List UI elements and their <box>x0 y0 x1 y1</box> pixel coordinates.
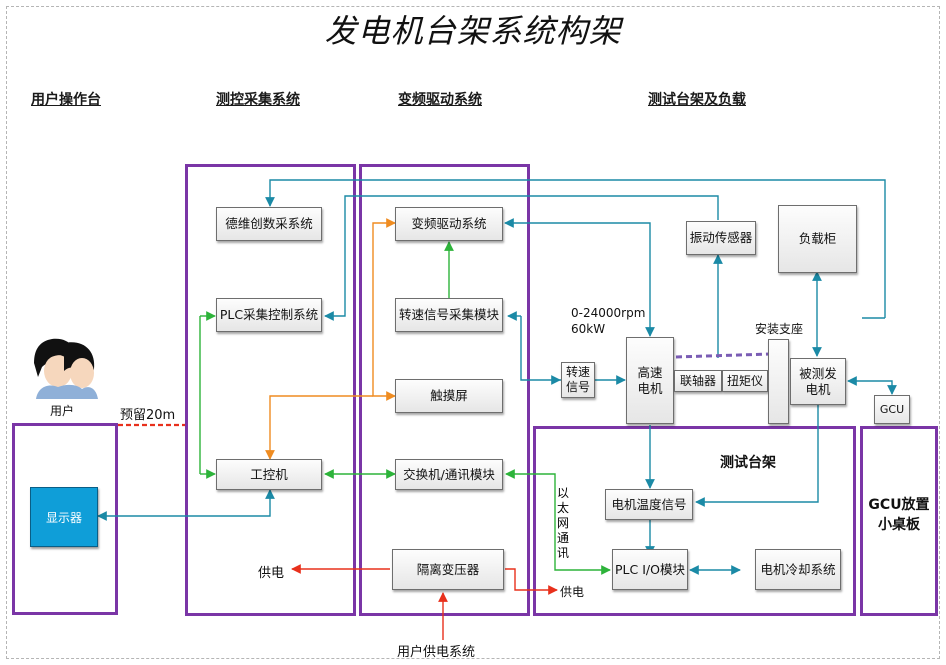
measure-control-frame <box>185 164 356 616</box>
user-icon <box>34 338 98 399</box>
line-gcu-to-dewesoft <box>265 179 886 318</box>
gcu-desk-label: GCU放置小桌板 <box>868 497 930 533</box>
dut-generator-box: 被测发电机 <box>790 358 846 405</box>
section-user-console: 用户操作台 <box>31 92 101 108</box>
user-label: 用户 <box>50 404 75 418</box>
vfd-drive-frame <box>359 164 530 616</box>
user-power-label: 用户供电系统 <box>397 645 476 660</box>
vibration-sensor-box: 振动传感器 <box>686 221 756 255</box>
shaft-dashed <box>675 352 771 359</box>
test-bench-label: 测试台架 <box>720 455 776 471</box>
line-speedmodule-speedsignal <box>520 316 561 385</box>
diagram-title: 发电机台架系统构架 <box>324 12 622 50</box>
load-cabinet-box: 负载柜 <box>778 205 857 273</box>
power-rating-label: 60kW <box>571 322 606 336</box>
motor-cooling-box: 电机冷却系统 <box>755 549 841 590</box>
power-in-label: 供电 <box>560 585 585 599</box>
vfd-drive-box: 变频驱动系统 <box>395 207 503 241</box>
gcu-box: GCU <box>874 395 910 424</box>
mount-label: 安装支座 <box>755 322 804 336</box>
speed-range-label: 0-24000rpm <box>571 306 646 320</box>
dewesoft-daq-box: 德维创数采系统 <box>216 207 322 241</box>
line-dut-temp <box>695 404 819 507</box>
switch-comm-box: 交换机/通讯模块 <box>395 459 503 490</box>
line-plc-vibration <box>324 195 719 321</box>
line-display-ipc <box>97 489 275 521</box>
section-measure-control: 测控采集系统 <box>216 92 300 108</box>
speed-signal-box: 转速信号 <box>561 362 595 398</box>
section-vfd-drive: 变频驱动系统 <box>398 92 482 108</box>
torque-meter-box: 扭矩仪 <box>722 370 768 392</box>
high-speed-motor-box: 高速电机 <box>626 337 674 424</box>
line-touch-ipc <box>265 395 373 460</box>
power-out-label: 供电 <box>258 566 285 581</box>
line-transformer-power-right <box>505 568 558 595</box>
plc-control-box: PLC采集控制系统 <box>216 298 322 332</box>
display-monitor: 显示器 <box>30 487 98 547</box>
plc-io-module-box: PLC I/O模块 <box>612 549 688 590</box>
motor-temp-signal-box: 电机温度信号 <box>605 489 693 520</box>
mount-bracket-box <box>768 339 789 424</box>
line-vfd-motor <box>504 218 655 337</box>
line-switch-plcio <box>505 469 611 575</box>
line-vfd-touch <box>372 218 396 401</box>
coupling-box: 联轴器 <box>674 370 722 392</box>
ethernet-label: 以太网通讯 <box>556 486 569 560</box>
line-dut-gcu <box>847 376 897 395</box>
diagram-frame <box>6 6 940 659</box>
gcu-desk-frame <box>860 426 938 616</box>
touch-screen-box: 触摸屏 <box>395 379 503 413</box>
section-test-bench-load: 测试台架及负载 <box>648 92 746 108</box>
reserve-20m-label: 预留20m <box>120 408 176 423</box>
ipc-box: 工控机 <box>216 459 322 490</box>
speed-signal-module-box: 转速信号采集模块 <box>395 298 503 332</box>
isolation-transformer-box: 隔离变压器 <box>392 549 504 590</box>
